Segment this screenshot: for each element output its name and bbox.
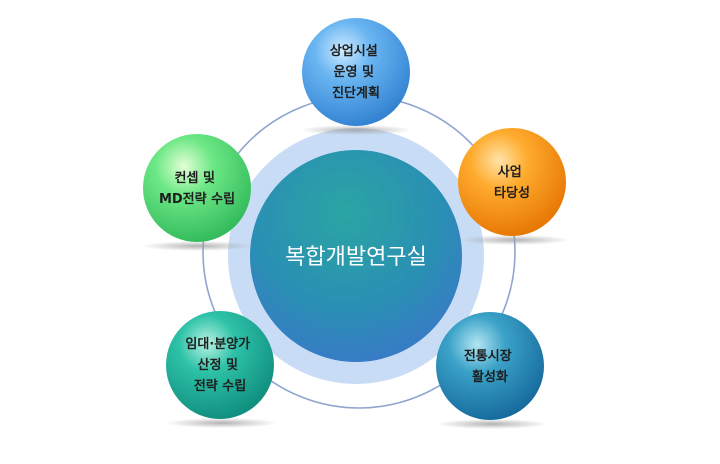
node-top-line-1: 상업시설 [330, 44, 378, 59]
node-top[interactable]: 상업시설 운영 및 진단계획 [300, 18, 412, 135]
node-top-circle [302, 18, 410, 126]
node-bottom-left-line-3: 전략 수립 [194, 378, 246, 394]
node-left-shadow [142, 241, 254, 251]
node-left[interactable]: 컨셉 및 MD전략 수립 [142, 134, 254, 251]
node-bottom-right-line-2: 활성화 [472, 369, 508, 385]
node-left-line-1: 컨셉 및 [175, 170, 215, 186]
node-right-label: 사업 타당성 [494, 164, 530, 201]
node-bottom-right-line-1: 전통시장 [464, 348, 512, 364]
node-right-circle [458, 128, 566, 236]
node-bottom-left-shadow [166, 418, 278, 428]
node-bottom-right-circle [436, 312, 544, 420]
node-right[interactable]: 사업 타당성 [458, 128, 570, 245]
node-bottom-left-line-1: 임대·분양가 [185, 337, 250, 352]
node-right-shadow [458, 235, 570, 245]
node-top-label: 상업시설 운영 및 진단계획 [330, 44, 382, 101]
node-bottom-left-circle [166, 311, 274, 419]
center-circle [250, 150, 462, 362]
node-bottom-right[interactable]: 전통시장 활성화 [436, 312, 548, 429]
node-right-line-2: 타당성 [494, 185, 530, 201]
node-left-line-2: MD전략 수립 [159, 191, 235, 207]
node-bottom-right-label: 전통시장 활성화 [464, 348, 516, 385]
node-bottom-left[interactable]: 임대·분양가 산정 및 전략 수립 [166, 311, 278, 428]
node-top-shadow [300, 125, 412, 135]
node-bottom-left-line-2: 산정 및 [198, 357, 238, 373]
node-bottom-right-shadow [436, 419, 548, 429]
center-label: 복합개발연구실 [285, 245, 427, 270]
node-left-label: 컨셉 및 MD전략 수립 [159, 170, 235, 207]
node-top-line-2: 운영 및 [334, 65, 374, 80]
node-right-line-1: 사업 [498, 164, 522, 180]
node-left-circle [143, 134, 251, 242]
node-bottom-left-label: 임대·분양가 산정 및 전략 수립 [185, 337, 254, 394]
node-top-line-3: 진단계획 [332, 85, 380, 101]
